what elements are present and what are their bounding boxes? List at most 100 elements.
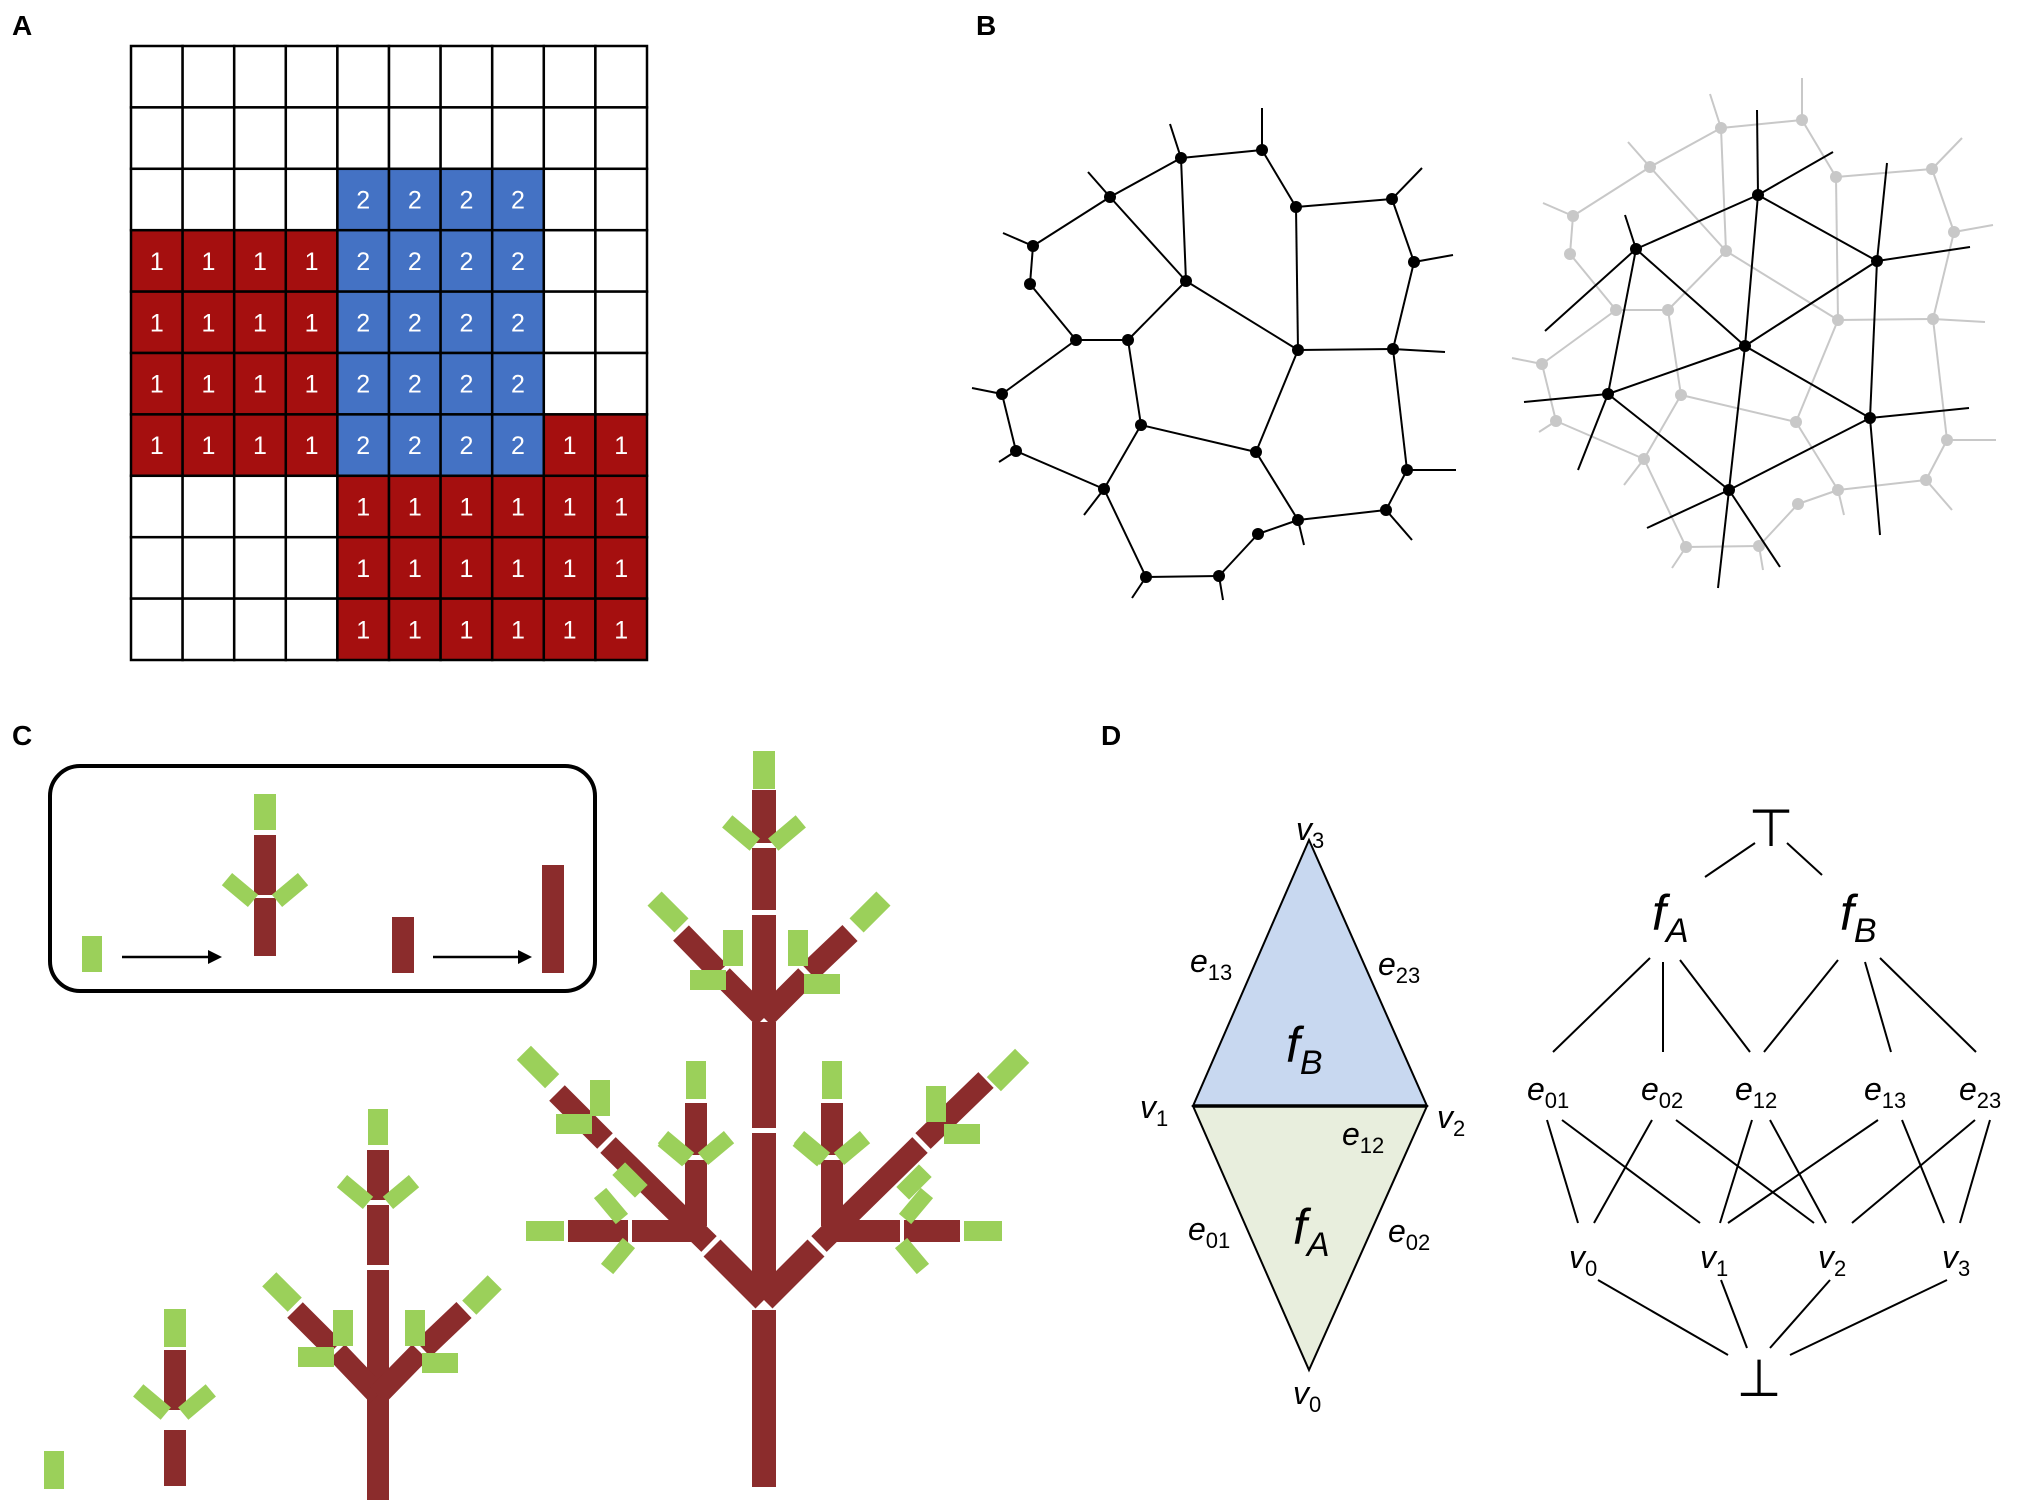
dual-gray-edge <box>1649 166 1727 252</box>
leaf-segment <box>753 751 775 789</box>
rule-arrow <box>122 950 222 964</box>
dual-edge-stub <box>1544 248 1637 332</box>
grid-cell <box>594 413 649 478</box>
dual-edge <box>1635 248 1746 347</box>
cell-label: 1 <box>201 371 215 399</box>
cell-label: 2 <box>356 432 370 460</box>
mesh-vertex <box>1027 240 1039 252</box>
hasse-edge <box>1720 1279 1748 1349</box>
mesh-vertex <box>1010 445 1022 457</box>
cell-label: 1 <box>563 494 577 522</box>
dual-vertex <box>1602 388 1614 400</box>
label-e13: e13 <box>1190 943 1232 985</box>
leaf-segment <box>221 872 259 908</box>
grid-cell <box>490 290 546 355</box>
cell-label: 1 <box>459 494 473 522</box>
leaf-segment <box>792 1133 828 1167</box>
grid-cell <box>232 597 288 662</box>
mesh-vertex <box>1386 193 1398 205</box>
panel-label-a: A <box>12 10 33 41</box>
cell-label: 1 <box>511 555 525 583</box>
dual-gray-edge <box>1643 458 1687 548</box>
hasse-edge <box>1593 1119 1653 1224</box>
lattice-edge: e01 <box>1527 1071 1569 1113</box>
cell-label: 2 <box>356 187 370 215</box>
grid-cell <box>439 535 494 600</box>
lattice-edge: e23 <box>1959 1071 2001 1113</box>
rule-arrow <box>433 950 532 964</box>
stem-segment <box>673 925 727 980</box>
leaf-segment <box>822 1061 842 1099</box>
leaf-segment <box>516 1045 560 1089</box>
mesh-edge <box>1391 198 1415 263</box>
dual-vertex <box>1630 243 1642 255</box>
leaf-segment <box>657 1133 693 1167</box>
grid-cell <box>284 106 339 171</box>
lattice-face: fA <box>1652 885 1689 950</box>
grid-cell <box>181 44 236 109</box>
hasse-edge <box>1597 1279 1729 1356</box>
dual-gray-edge <box>1801 119 1837 178</box>
dual-edge <box>1744 260 1878 347</box>
leaf-segment <box>600 1237 636 1275</box>
cell-label: 1 <box>511 494 525 522</box>
dual-edge <box>1744 345 1871 419</box>
leaf-segment <box>697 1130 735 1166</box>
leaf-segment <box>926 1086 946 1122</box>
mesh-edge <box>1392 348 1408 471</box>
leaf-segment <box>849 891 891 933</box>
dual-gray-edge <box>1555 420 1645 460</box>
dual-vertex <box>1739 340 1751 352</box>
grid-cell <box>387 351 442 416</box>
mesh-edge-stub <box>1413 254 1454 263</box>
stem-segment <box>370 1344 428 1403</box>
mesh-vertex <box>1290 201 1302 213</box>
cell-label: 1 <box>511 616 525 644</box>
grid-cell <box>387 167 442 232</box>
dual-edge-stub <box>1869 417 1881 536</box>
grid-cell <box>490 106 546 171</box>
cell-label: 2 <box>511 371 525 399</box>
label-v0: v0 <box>1293 1375 1321 1417</box>
stem-segment <box>542 865 564 973</box>
cell-label: 1 <box>150 432 164 460</box>
mesh-edge <box>1297 509 1387 521</box>
dual-gray-vertex <box>1926 163 1938 175</box>
mesh-edge <box>1185 280 1299 351</box>
panel-label-c: C <box>12 720 33 751</box>
hasse-edge <box>1786 842 1823 876</box>
hasse-edge <box>1675 1119 1815 1224</box>
leaf-segment <box>768 815 806 851</box>
cell-label: 1 <box>150 309 164 337</box>
hasse-edge <box>1789 1279 1948 1356</box>
lattice-top: ⊤ <box>1748 799 1793 859</box>
dual-gray-edge <box>1667 309 1682 396</box>
stem-segment <box>801 925 858 980</box>
mesh-edge <box>1127 280 1187 341</box>
stem-segment <box>755 1239 825 1309</box>
dual-edge <box>1635 194 1759 250</box>
stem-segment <box>254 835 276 895</box>
label-e02: e02 <box>1388 1213 1430 1255</box>
grid-cell <box>594 44 649 109</box>
grid-cell <box>490 351 546 416</box>
dual-edge-stub <box>1876 162 1888 262</box>
dual-edge-stub <box>1717 489 1730 589</box>
grid-cell <box>439 474 494 539</box>
dual-gray-edge <box>1931 168 1955 233</box>
dual-gray-edge <box>1932 231 1955 320</box>
hasse-edge <box>1704 842 1756 878</box>
mesh-edge-stub <box>1391 167 1423 200</box>
hasse-edge <box>1851 1119 1976 1224</box>
dual-gray-edge <box>1720 119 1803 129</box>
mesh-vertex <box>1175 152 1187 164</box>
dual-gray-edge <box>1643 394 1682 460</box>
leaf-segment <box>382 1174 420 1210</box>
dual-gray-vertex <box>1720 245 1732 257</box>
cell-label: 2 <box>459 432 473 460</box>
mesh-vertex <box>1098 483 1110 495</box>
dual-edge <box>1728 417 1871 491</box>
leaf-segment <box>647 891 689 933</box>
